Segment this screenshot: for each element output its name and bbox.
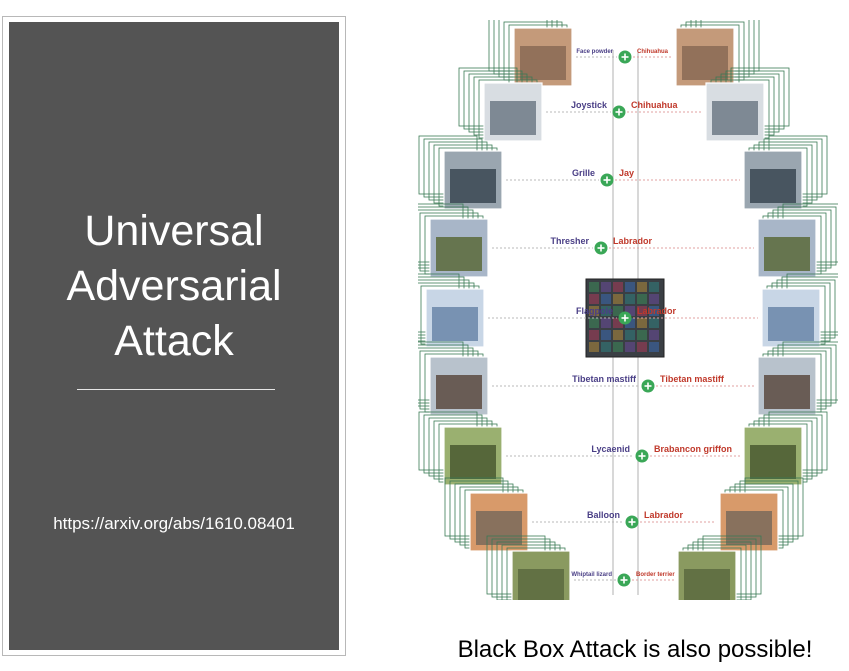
perturbation-noise-cell	[589, 306, 599, 316]
perturbed-image-subject	[764, 375, 810, 409]
perturbation-noise-cell	[625, 306, 635, 316]
perturbation-noise-cell	[649, 330, 659, 340]
perturbed-image-subject	[750, 169, 796, 203]
original-image-subject	[450, 445, 496, 479]
original-image-subject	[436, 237, 482, 271]
adversarial-class-label: Chihuahua	[637, 49, 669, 55]
original-image-subject	[450, 169, 496, 203]
slide-title: Universal Adversarial Attack	[9, 204, 339, 369]
perturbation-noise-cell	[589, 282, 599, 292]
perturbation-noise-cell	[613, 306, 623, 316]
perturbation-noise-cell	[637, 306, 647, 316]
perturbed-image-subject	[682, 46, 728, 80]
original-class-label: Flagpole	[576, 306, 613, 316]
perturbed-image-subject	[764, 237, 810, 271]
adversarial-class-label: Labrador	[644, 510, 684, 520]
perturbation-noise-cell	[589, 342, 599, 352]
adversarial-class-label: Labrador	[637, 306, 677, 316]
perturbed-image-subject	[712, 101, 758, 135]
perturbation-noise-cell	[625, 318, 635, 328]
perturbation-noise-cell	[625, 282, 635, 292]
original-image-subject	[520, 46, 566, 80]
perturbation-noise-cell	[601, 330, 611, 340]
perturbation-noise-cell	[625, 294, 635, 304]
perturbed-image-subject	[768, 307, 814, 341]
original-class-label: Joystick	[571, 100, 608, 110]
perturbation-noise-cell	[613, 282, 623, 292]
original-class-label: Grille	[572, 168, 595, 178]
title-divider	[77, 389, 275, 390]
slide-title-line: Universal	[84, 207, 264, 255]
original-image-subject	[518, 569, 564, 603]
perturbation-noise-cell	[637, 342, 647, 352]
original-class-label: Tibetan mastiff	[572, 374, 637, 384]
perturbation-noise-cell	[589, 318, 599, 328]
adversarial-class-label: Tibetan mastiff	[660, 374, 725, 384]
adversarial-class-label: Brabancon griffon	[654, 444, 732, 454]
perturbation-noise-cell	[601, 306, 611, 316]
original-image-subject	[432, 307, 478, 341]
perturbation-noise-cell	[649, 342, 659, 352]
adversarial-class-label: Labrador	[613, 236, 653, 246]
adversarial-class-label: Chihuahua	[631, 100, 678, 110]
original-class-label: Lycaenid	[591, 444, 630, 454]
perturbation-noise-cell	[613, 294, 623, 304]
perturbed-image-subject	[726, 511, 772, 545]
perturbed-image-subject	[750, 445, 796, 479]
perturbation-noise-cell	[613, 318, 623, 328]
slide-title-line: Adversarial	[66, 262, 282, 310]
paper-url[interactable]: https://arxiv.org/abs/1610.08401	[53, 514, 295, 533]
original-image-subject	[436, 375, 482, 409]
perturbed-image-subject	[684, 569, 730, 603]
original-class-label: Thresher	[550, 236, 589, 246]
adversarial-class-label: Border terrier	[636, 572, 675, 578]
perturbation-noise-cell	[649, 282, 659, 292]
perturbation-noise-cell	[637, 330, 647, 340]
title-panel-inner: Universal Adversarial Attack https://arx…	[9, 22, 339, 650]
slide-caption: Black Box Attack is also possible!	[457, 636, 813, 663]
perturbation-noise-cell	[601, 282, 611, 292]
perturbation-noise-cell	[601, 342, 611, 352]
perturbation-noise-cell	[637, 318, 647, 328]
perturbation-noise-cell	[613, 342, 623, 352]
perturbation-noise-cell	[637, 282, 647, 292]
perturbation-noise-cell	[601, 294, 611, 304]
original-class-label: Balloon	[587, 510, 620, 520]
original-class-label: Face powder	[576, 49, 613, 55]
perturbation-noise-cell	[589, 294, 599, 304]
perturbation-noise-cell	[613, 330, 623, 340]
perturbation-noise-cell	[649, 294, 659, 304]
perturbation-noise-cell	[637, 294, 647, 304]
original-class-label: Whiptail lizard	[571, 572, 612, 578]
perturbation-noise-cell	[625, 330, 635, 340]
title-panel: Universal Adversarial Attack https://arx…	[2, 16, 346, 656]
perturbation-noise-cell	[649, 318, 659, 328]
perturbation-noise-cell	[589, 330, 599, 340]
slide-title-line: Attack	[114, 317, 234, 365]
original-image-subject	[490, 101, 536, 135]
adversarial-class-label: Jay	[619, 168, 634, 178]
perturbation-noise-cell	[649, 306, 659, 316]
perturbation-noise-cell	[601, 318, 611, 328]
perturbation-noise-cell	[625, 342, 635, 352]
original-image-subject	[476, 511, 522, 545]
